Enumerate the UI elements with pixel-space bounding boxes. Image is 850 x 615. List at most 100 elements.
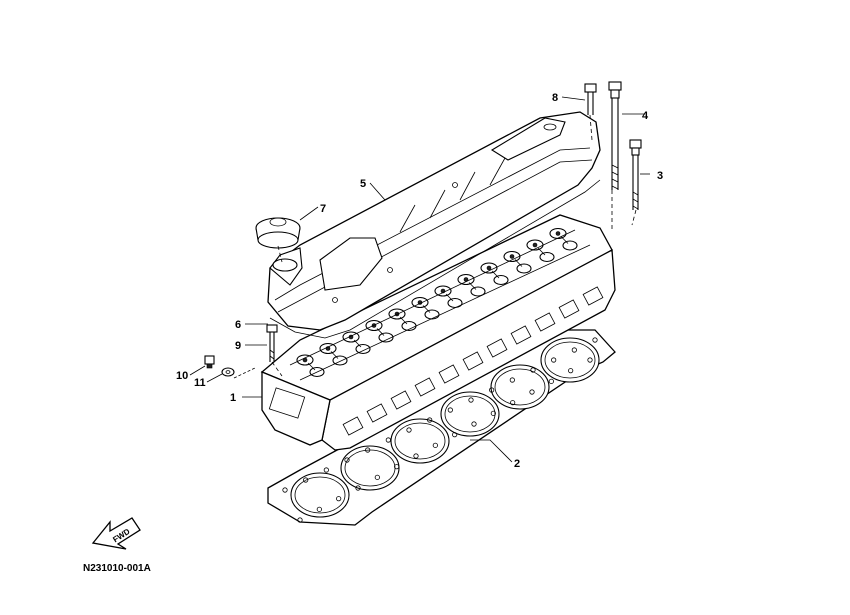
gasket-bore — [540, 337, 600, 383]
gasket-hole — [530, 367, 536, 373]
head-port — [534, 312, 556, 332]
rocker-arm — [330, 351, 339, 359]
head-port — [486, 338, 508, 358]
bolt-8 — [584, 83, 597, 115]
gasket-hole — [385, 437, 391, 443]
callout-3: 3 — [657, 170, 663, 182]
rocker-arm — [445, 293, 454, 302]
rocker-arm — [422, 305, 431, 313]
head-port — [582, 286, 604, 306]
bolt-3 — [629, 139, 642, 210]
gasket-hole — [571, 347, 577, 353]
valve-spring — [516, 263, 532, 274]
rocker-arm — [307, 362, 316, 371]
gasket-hole — [297, 517, 303, 523]
gasket-hole — [344, 457, 350, 463]
gasket-hole — [316, 506, 322, 512]
gasket-hole — [282, 487, 288, 493]
callout-5: 5 — [360, 178, 366, 190]
gasket-bore — [390, 418, 450, 464]
gasket-bore-ring — [494, 368, 546, 406]
valve-spring — [493, 274, 509, 286]
gasket-hole — [365, 447, 371, 453]
valve-stem — [486, 265, 492, 271]
head-cover — [267, 111, 601, 331]
oil-filler-cap — [255, 217, 301, 249]
head-port — [390, 390, 412, 410]
gasket-bore-ring — [544, 341, 596, 379]
cylinder-head — [260, 214, 616, 451]
gasket-hole — [447, 407, 453, 413]
valve-stem — [509, 254, 515, 259]
gasket-bore-ring — [444, 395, 496, 433]
rocker-arm — [399, 316, 408, 325]
gasket-hole — [587, 357, 593, 363]
valve-spring — [378, 332, 394, 343]
gasket-bore-ring — [294, 476, 346, 514]
gasket-hole — [551, 357, 557, 363]
rocker-arm — [353, 339, 362, 348]
bolt-4 — [608, 81, 622, 190]
gasket-hole — [548, 378, 554, 384]
valve-spring — [355, 343, 371, 355]
cover-gasket — [269, 179, 601, 339]
gasket-hole — [592, 337, 598, 343]
rocker-arm — [491, 270, 500, 279]
rocker-arm — [537, 247, 546, 256]
head-port — [414, 377, 436, 397]
gasket-bore — [290, 472, 350, 518]
rocker-arm — [514, 259, 523, 267]
callout-1: 1 — [230, 392, 236, 404]
valve-stem — [555, 231, 561, 236]
valve-spring — [562, 240, 578, 251]
gasket-hole — [336, 496, 342, 502]
head-port — [366, 403, 388, 423]
callout-8: 8 — [552, 92, 558, 104]
gasket-hole — [303, 477, 309, 483]
valve-spring — [470, 286, 486, 297]
gasket-hole — [489, 387, 495, 393]
valve-spring — [539, 251, 555, 263]
head-port — [462, 351, 484, 371]
gasket-hole — [355, 485, 361, 491]
forward-arrow-icon: FWD — [91, 517, 141, 550]
diagram-code: N231010-001A — [83, 563, 151, 574]
gasket-hole — [490, 410, 496, 416]
gasket-bore — [440, 391, 500, 437]
gasket-hole — [468, 397, 474, 403]
gasket-hole — [510, 400, 516, 406]
leader-lines — [189, 96, 650, 463]
callout-2: 2 — [514, 458, 520, 470]
rocker-arm — [376, 328, 385, 336]
rocker-arm — [468, 282, 477, 290]
gasket-hole — [432, 442, 438, 448]
gasket-hole — [529, 389, 535, 395]
gasket-hole — [374, 474, 380, 480]
callout-6: 6 — [235, 319, 241, 331]
head-gasket — [267, 329, 616, 526]
gasket-hole — [568, 368, 574, 374]
callout-labels: 1 2 3 4 5 6 7 8 9 10 11 — [176, 92, 663, 470]
callout-4: 4 — [642, 110, 649, 122]
callout-11: 11 — [194, 377, 206, 389]
gasket-hole — [427, 417, 433, 423]
gasket-hole — [471, 421, 477, 427]
gasket-hole — [413, 453, 419, 459]
gasket-bore — [490, 364, 550, 410]
rocker-arm — [560, 236, 569, 244]
valve-spring — [424, 309, 440, 320]
callout-10: 10 — [176, 370, 188, 382]
head-port — [510, 325, 532, 345]
valve-spring — [447, 297, 463, 309]
head-port — [342, 416, 364, 436]
plug-10 — [204, 355, 215, 369]
head-port — [558, 299, 580, 319]
callout-9: 9 — [235, 340, 241, 352]
callout-7: 7 — [320, 203, 326, 215]
gasket-hole — [323, 467, 329, 473]
bolt-9 — [266, 324, 278, 362]
gasket-hole — [406, 427, 412, 433]
head-port — [438, 364, 460, 384]
gasket-hole — [452, 432, 458, 438]
